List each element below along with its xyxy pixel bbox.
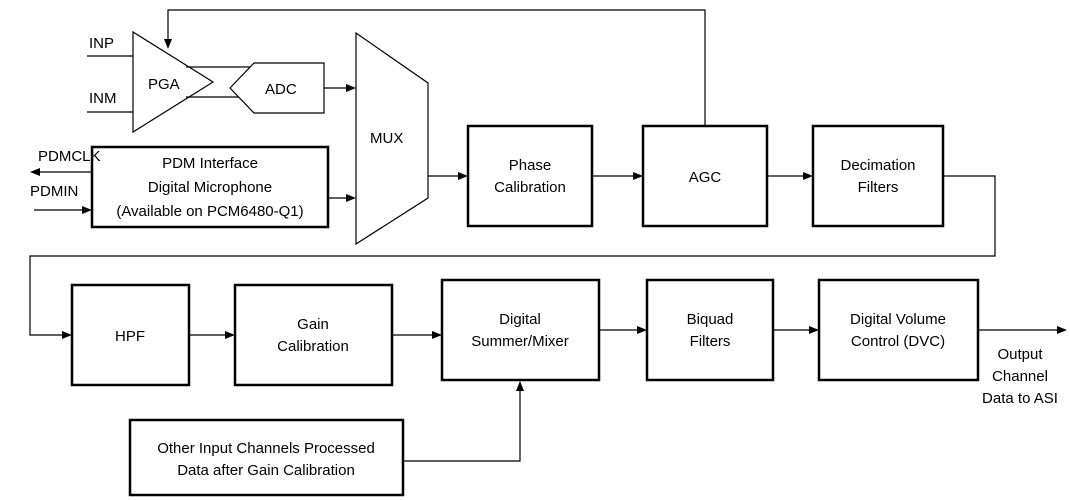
pdm-interface-label: PDM Interface — [162, 155, 258, 172]
pdm-microphone-label: Digital Microphone — [148, 179, 272, 196]
agc-label: AGC — [689, 169, 722, 186]
hpf-label: HPF — [115, 328, 145, 345]
phase-calibration-label-line2: Calibration — [494, 179, 566, 196]
agc-block — [641, 124, 769, 228]
decimation-filters-label-line2: Filters — [858, 179, 899, 196]
digital-summer-mixer-block — [440, 278, 601, 382]
digital-volume-control-label-line1: Digital Volume — [850, 311, 946, 328]
output-label-line1: Output — [997, 346, 1043, 363]
mux-to-phase-arrow — [458, 172, 468, 180]
pdm-to-mux-arrow — [346, 194, 356, 202]
other-input-channels-label-line2: Data after Gain Calibration — [177, 462, 355, 479]
biquad-to-dvc-arrow — [809, 326, 819, 334]
gain-to-summer-arrow — [432, 331, 442, 339]
phase-to-agc-arrow — [633, 172, 643, 180]
gain-calibration-label-line2: Calibration — [277, 338, 349, 355]
digital-volume-control-label-line2: Control (DVC) — [851, 333, 945, 350]
pdmclk-label: PDMCLK — [38, 148, 101, 165]
pdmin-label: PDMIN — [30, 183, 78, 200]
inm-label: INM — [89, 90, 117, 107]
gain-calibration-label-line1: Gain — [297, 316, 329, 333]
adc-label: ADC — [265, 81, 297, 98]
other-inputs-to-summer-wire — [403, 390, 521, 462]
pga-amplifier — [132, 30, 215, 134]
decimation-to-hpf-wire — [29, 175, 996, 336]
pdmin-arrow — [82, 206, 92, 214]
biquad-filters-label-line2: Filters — [690, 333, 731, 350]
agc-feedback-arrow — [164, 39, 172, 49]
adc-to-mux-arrow — [346, 84, 356, 92]
biquad-filters-block — [645, 278, 775, 382]
agc-to-decimation-arrow — [803, 172, 813, 180]
decimation-to-hpf-arrow — [62, 331, 72, 339]
pga-label: PGA — [148, 76, 180, 93]
digital-summer-mixer-label-line1: Digital — [499, 311, 541, 328]
other-inputs-to-summer-arrow — [516, 381, 524, 391]
phase-calibration-block — [466, 124, 594, 228]
other-input-channels-block — [128, 418, 405, 497]
mux-label: MUX — [370, 130, 403, 147]
biquad-filters-label-line1: Biquad — [687, 311, 734, 328]
other-input-channels-label-line1: Other Input Channels Processed — [157, 440, 375, 457]
dvc-output-arrow — [1057, 326, 1067, 334]
phase-calibration-label-line1: Phase — [509, 157, 552, 174]
pdm-interface-block — [90, 145, 330, 229]
decimation-filters-block — [811, 124, 945, 228]
mux-block — [355, 31, 429, 246]
output-label-line2: Channel — [992, 368, 1048, 385]
pdmclk-arrow — [30, 168, 40, 176]
gain-calibration-block — [233, 283, 394, 387]
summer-to-biquad-arrow — [637, 326, 647, 334]
hpf-to-gain-arrow — [225, 331, 235, 339]
digital-volume-control-block — [817, 278, 980, 382]
digital-summer-mixer-label-line2: Summer/Mixer — [471, 333, 569, 350]
decimation-filters-label-line1: Decimation — [840, 157, 915, 174]
agc-feedback-wire — [167, 9, 706, 126]
pdm-availability-label: (Available on PCM6480-Q1) — [116, 203, 303, 220]
inp-label: INP — [89, 35, 114, 52]
output-label-line3: Data to ASI — [982, 390, 1058, 407]
